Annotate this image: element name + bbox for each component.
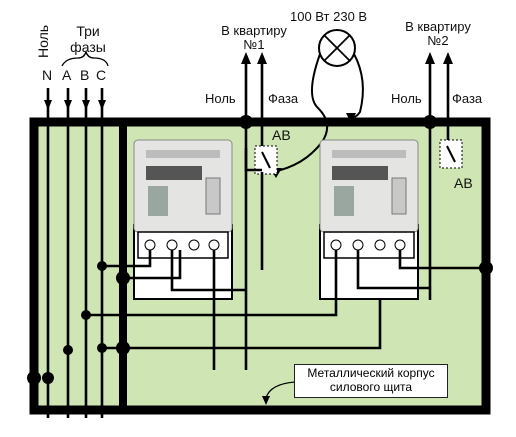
- phase-b-label: B: [80, 67, 90, 83]
- phase-a-label: A: [62, 67, 72, 83]
- apartment-1-label-1: В квартиру: [221, 23, 287, 38]
- apartment-1-phase-label: Фаза: [268, 91, 299, 106]
- housing-callout: Металлический корпус силового щита: [294, 364, 448, 398]
- breaker-1-icon: [254, 145, 278, 175]
- breaker-1-label: АВ: [272, 127, 291, 143]
- apartment-2-neutral-label: Ноль: [391, 91, 422, 106]
- housing-arrow-head: [262, 396, 270, 405]
- housing-label-1: Металлический корпус: [307, 366, 435, 380]
- three-phases-label-2: фазы: [70, 39, 106, 55]
- phase-c-label: C: [96, 67, 107, 83]
- up-arrows: [241, 52, 453, 64]
- lamp-label: 100 Вт 230 В: [290, 9, 368, 24]
- apartment-2-label-2: №2: [427, 33, 449, 48]
- apartment-2-phase-label: Фаза: [452, 91, 483, 106]
- phase-n-label: N: [42, 67, 53, 83]
- internal-wires: [86, 148, 486, 370]
- three-phases-label-1: Три: [76, 23, 100, 39]
- breaker-2-label: АВ: [454, 175, 473, 191]
- lamp-wire-right: [349, 53, 364, 119]
- apartment-2-label-1: В квартиру: [405, 19, 471, 34]
- lamp-wire-left: [271, 53, 329, 173]
- apartment-1-label-2: №1: [243, 37, 265, 52]
- apartment-2-wires: [428, 60, 450, 300]
- feeder-wires: [46, 88, 104, 418]
- lamp-icon: [318, 29, 356, 67]
- housing-label-2: силового щита: [329, 379, 413, 394]
- lamp-arrow-2: [346, 113, 356, 123]
- apartment-1-wires: [244, 60, 264, 370]
- apartment-1-neutral-label: Ноль: [205, 91, 236, 106]
- neutral-label: Ноль: [35, 24, 51, 58]
- phase-bracket: [61, 49, 109, 67]
- breaker-2-icon: [439, 139, 463, 169]
- feeder-arrows: [44, 100, 106, 110]
- meter-1: [133, 139, 233, 300]
- housing-callout-arrow: [265, 381, 296, 399]
